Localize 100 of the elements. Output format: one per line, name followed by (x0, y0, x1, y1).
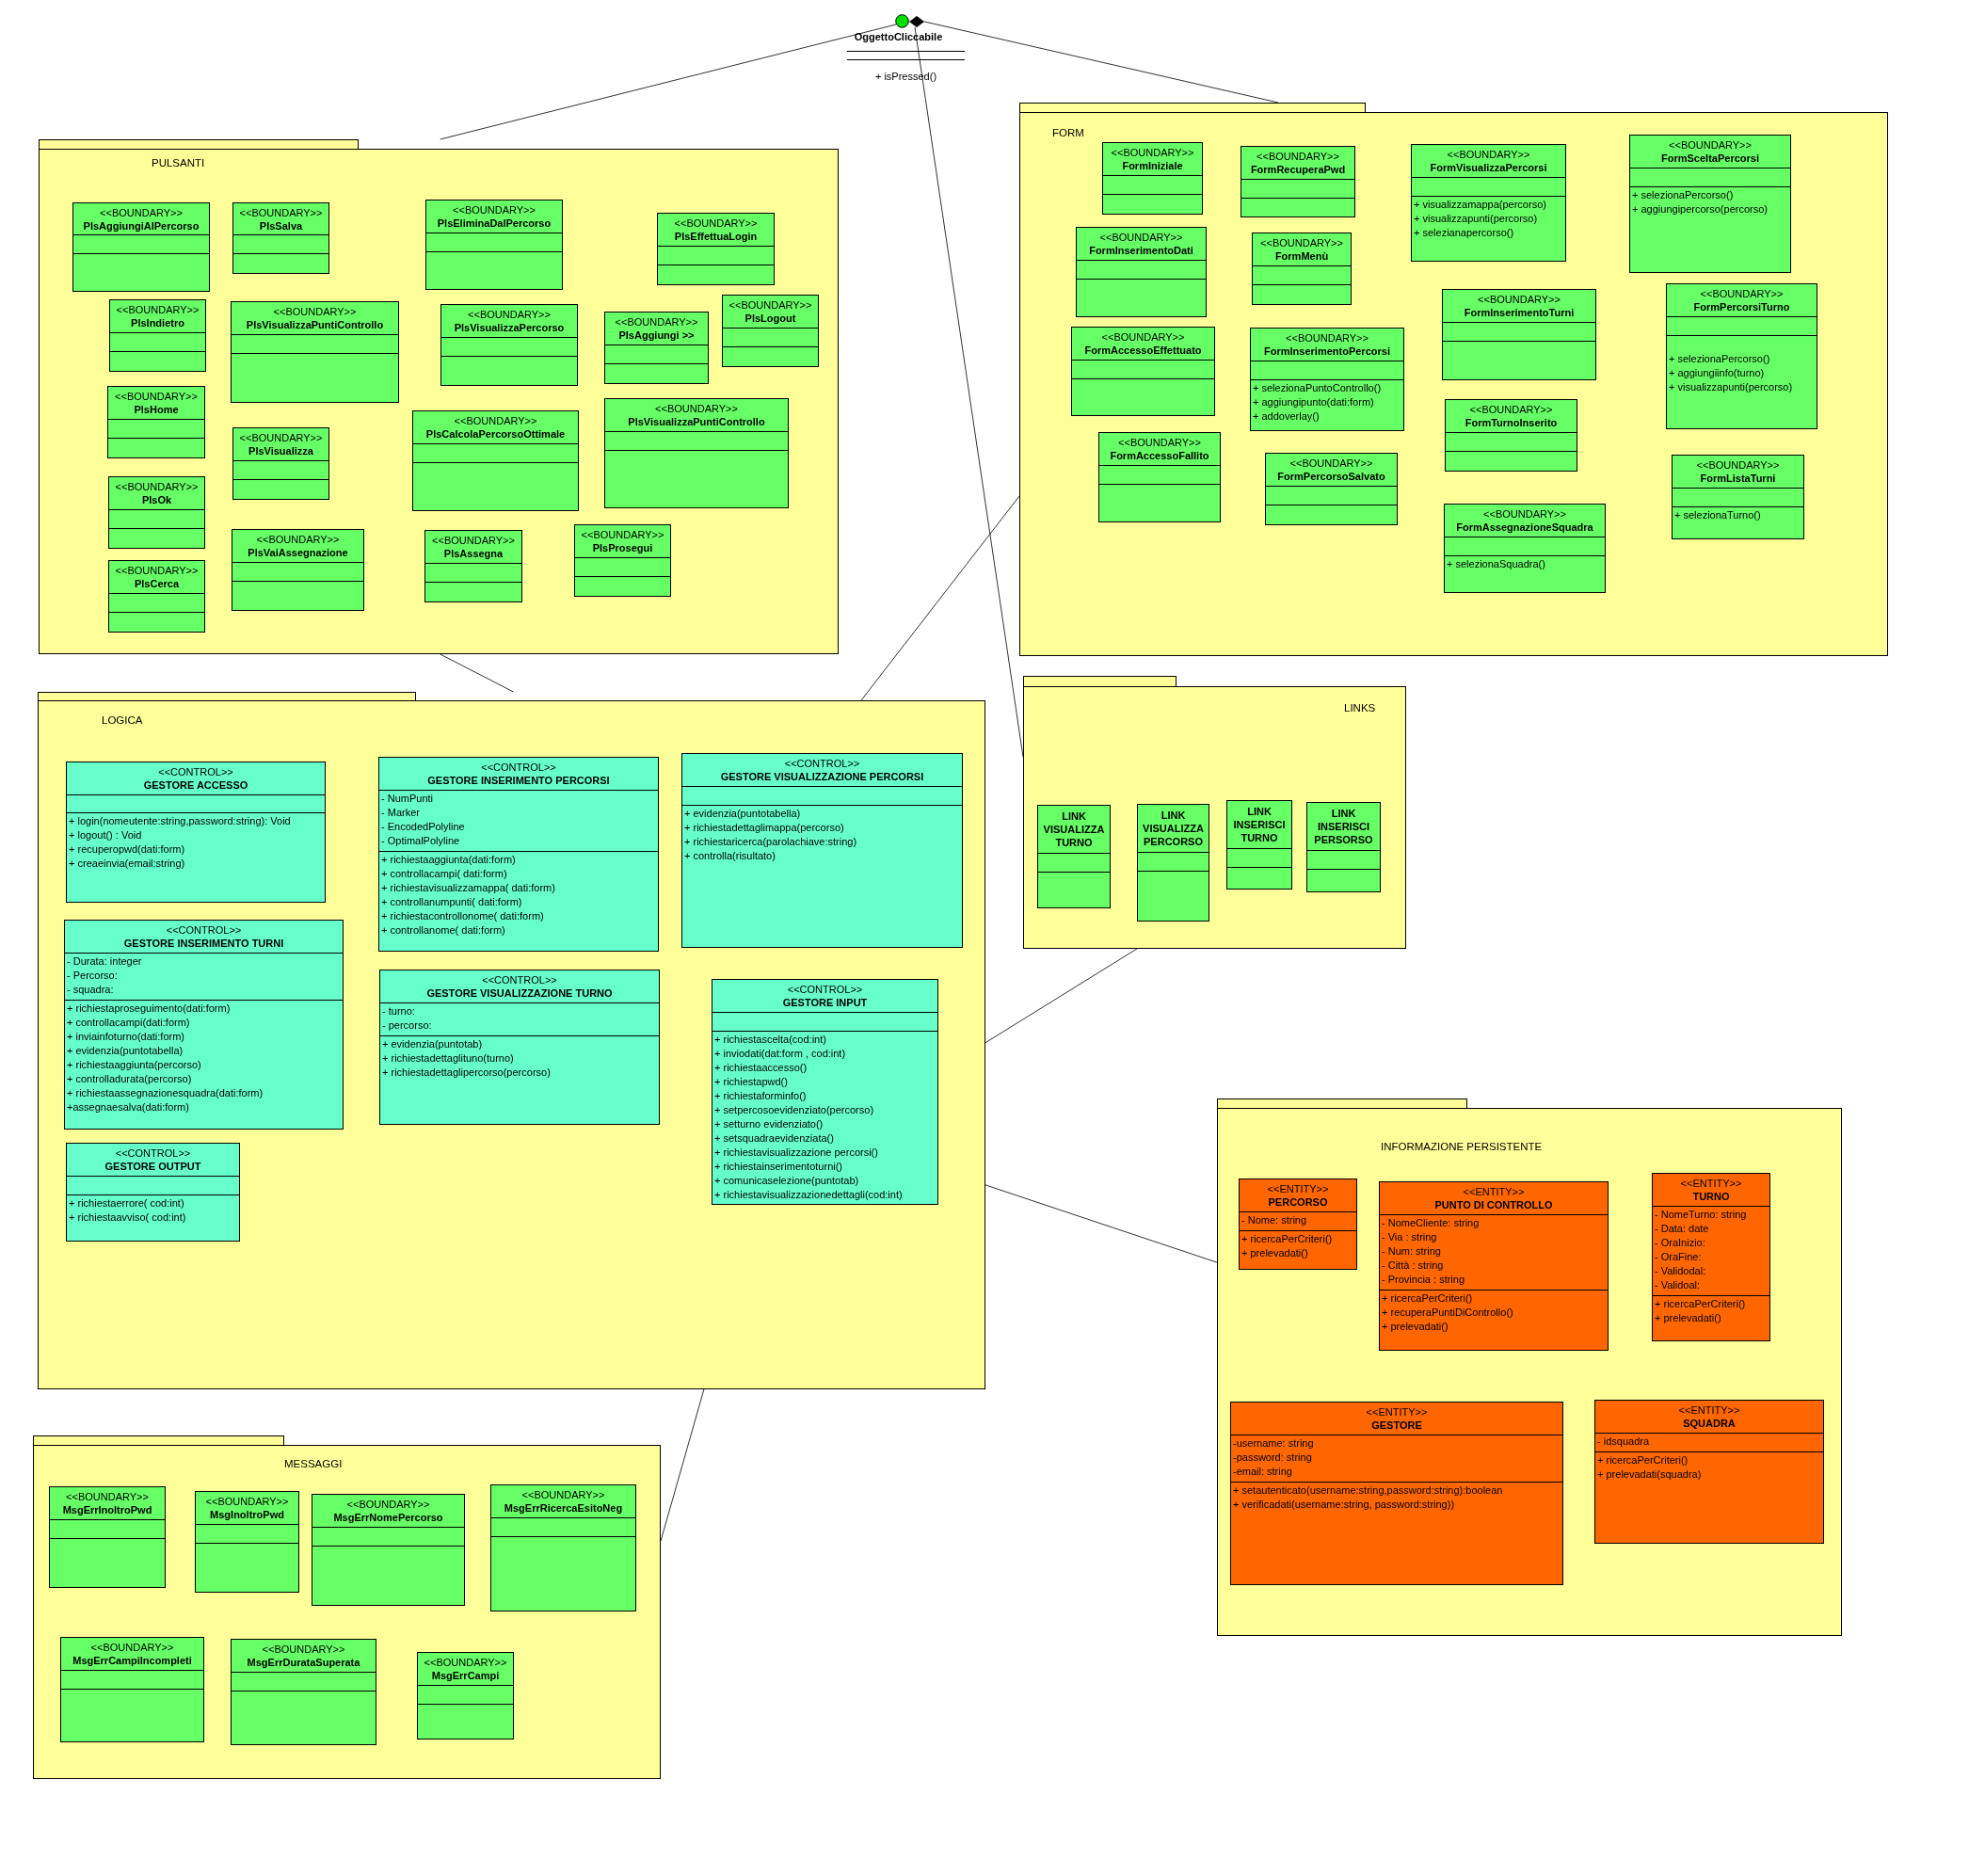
class-name: MsgInoltroPwd (210, 1508, 284, 1521)
package-folder (1217, 1098, 1842, 1636)
stereotype-label: <<BOUNDARY>> (1669, 138, 1752, 152)
stereotype-label: <<BOUNDARY>> (453, 203, 536, 216)
stereotype-label: <<BOUNDARY>> (1700, 287, 1784, 300)
stereotype-label: <<BOUNDARY>> (1101, 330, 1185, 344)
operation-text: + controllanome( dati:form) (381, 923, 505, 938)
operation-text: + richiestavisualizzamappa( dati:form) (381, 881, 555, 895)
package-name: PULSANTI (152, 156, 205, 169)
class-name: MsgErrDurataSuperata (247, 1656, 360, 1669)
operation-text: + richiestaerrore( cod:int) (69, 1196, 184, 1211)
class-name: SQUADRA (1683, 1417, 1736, 1430)
attribute-text: - OraFine: (1655, 1250, 1702, 1264)
class-box (425, 200, 563, 290)
class-box (1239, 1179, 1357, 1270)
interface-class (847, 13, 965, 85)
operation-text: + prelevadati() (1241, 1246, 1308, 1260)
operation-text: + selezionaPercorso() (1632, 188, 1734, 202)
stereotype-label: <<ENTITY>> (1678, 1403, 1740, 1417)
class-box (1306, 802, 1381, 892)
operation-text: + visualizzamappa(percorso) (1414, 198, 1546, 212)
attribute-text: - NomeTurno: string (1655, 1208, 1747, 1222)
attribute-text: - squadra: (67, 983, 114, 997)
operation-text: + setautenticato(username:string,password:string):boolean (1233, 1483, 1503, 1498)
stereotype-label: <<BOUNDARY>> (1257, 150, 1339, 163)
class-name: PUNTO DI CONTROLLO (1434, 1198, 1553, 1211)
class-box (712, 979, 938, 1205)
operation-text: + logout() : Void (69, 828, 142, 842)
stereotype-label: <<BOUNDARY>> (239, 431, 323, 444)
class-box (657, 213, 775, 285)
operation-text: + ricercaPerCriteri() (1655, 1297, 1746, 1311)
class-name: FormAccessoEffettuato (1084, 344, 1202, 357)
package-folder (33, 1435, 661, 1779)
class-name: FormIniziale (1122, 159, 1183, 172)
class-box (1037, 805, 1111, 908)
operation-text: + selezionaTurno() (1674, 508, 1761, 522)
class-box (49, 1486, 166, 1588)
operation-text: + evidenzia(puntotabella) (67, 1044, 184, 1058)
operation-text: + inviainfoturno(dati:form) (67, 1030, 185, 1044)
stereotype-label: <<BOUNDARY>> (581, 528, 664, 541)
operation-text: + setturno evidenziato() (714, 1117, 824, 1131)
class-box (1241, 146, 1355, 217)
attribute-text: - Nome: string (1241, 1213, 1307, 1227)
attribute-text: - Percorso: (67, 969, 118, 983)
stereotype-label: <<CONTROL>> (482, 973, 557, 986)
operation-text: + setpercosoevidenziato(percorso) (714, 1103, 874, 1117)
stereotype-label: <<BOUNDARY>> (1447, 148, 1530, 161)
stereotype-label: <<ENTITY>> (1267, 1182, 1329, 1195)
class-name: PlsLogout (744, 312, 796, 325)
attribute-text: - Data: date (1655, 1222, 1709, 1236)
operation-text: + richiestaaggiunta(dati:form) (381, 853, 516, 867)
class-name: FormInserimentoDati (1089, 244, 1193, 257)
operation-text: + isPressed() (874, 70, 937, 84)
operation-text: + richiestavisualizzazione percorsi() (714, 1146, 878, 1160)
stereotype-label: <<CONTROL>> (115, 1146, 191, 1160)
operation-text: + controllacampi( dati:form) (381, 867, 507, 881)
package-name: INFORMAZIONE PERSISTENTE (1381, 1140, 1543, 1153)
connector-line (440, 653, 514, 693)
class-box (1265, 453, 1398, 525)
connector-line (984, 1184, 1218, 1263)
class-box (1102, 142, 1203, 215)
stereotype-label: <<BOUNDARY>> (100, 205, 183, 219)
attribute-text: - turno: (382, 1004, 415, 1018)
class-name: FormAccessoFallito (1110, 449, 1209, 462)
attribute-text: - OptimalPolyline (381, 834, 460, 848)
class-name: PlsAssegna (443, 547, 504, 560)
stereotype-label: <<BOUNDARY>> (424, 1656, 507, 1669)
class-name: MsgErrRicercaEsitoNeg (504, 1501, 623, 1515)
operation-text: + visualizzapunti(percorso) (1414, 212, 1538, 226)
class-box (66, 1143, 240, 1242)
operation-text: + aggiungipunto(dati:form) (1253, 395, 1374, 409)
stereotype-label: <<CONTROL>> (166, 923, 242, 937)
package-name: LOGICA (102, 714, 143, 727)
attribute-text: - Via : string (1382, 1230, 1437, 1244)
class-box (1666, 283, 1817, 429)
operation-text: + controlladurata(percorso) (67, 1072, 192, 1086)
class-box (681, 753, 963, 948)
connector-line (660, 1388, 705, 1542)
stereotype-label: <<BOUNDARY>> (273, 305, 357, 318)
operation-text: + selezionaPuntoControllo() (1253, 381, 1382, 395)
attribute-text: - Durata: integer (67, 954, 142, 969)
operation-text: + richiestavisualizzazionedettagli(cod:int) (714, 1188, 903, 1202)
stereotype-label: <<ENTITY>> (1463, 1185, 1525, 1198)
operation-text: + creaeinvia(email:string) (69, 857, 185, 871)
operation-text: + evidenzia(puntotabella) (684, 807, 801, 821)
class-name: MsgErrNomePercorso (333, 1511, 443, 1524)
stereotype-label: <<BOUNDARY>> (454, 414, 537, 427)
stereotype-label: <<BOUNDARY>> (1483, 507, 1566, 521)
operation-text: + selezionaPercorso() (1669, 352, 1770, 366)
class-box (1652, 1173, 1770, 1341)
operation-text: + addoverlay() (1253, 409, 1320, 424)
operation-text: + controlla(risultato) (684, 849, 776, 863)
stereotype-label: <<ENTITY>> (1680, 1177, 1742, 1190)
operation-text: + recuperopwd(dati:form) (69, 842, 185, 857)
class-box (1629, 135, 1791, 273)
class-box (232, 202, 329, 274)
class-name: GESTORE INPUT (782, 996, 868, 1009)
class-box (1230, 1402, 1563, 1585)
class-name: FormInserimentoPercorsi (1264, 345, 1390, 358)
class-name: LINK VISUALIZZA TURNO (1042, 810, 1106, 849)
